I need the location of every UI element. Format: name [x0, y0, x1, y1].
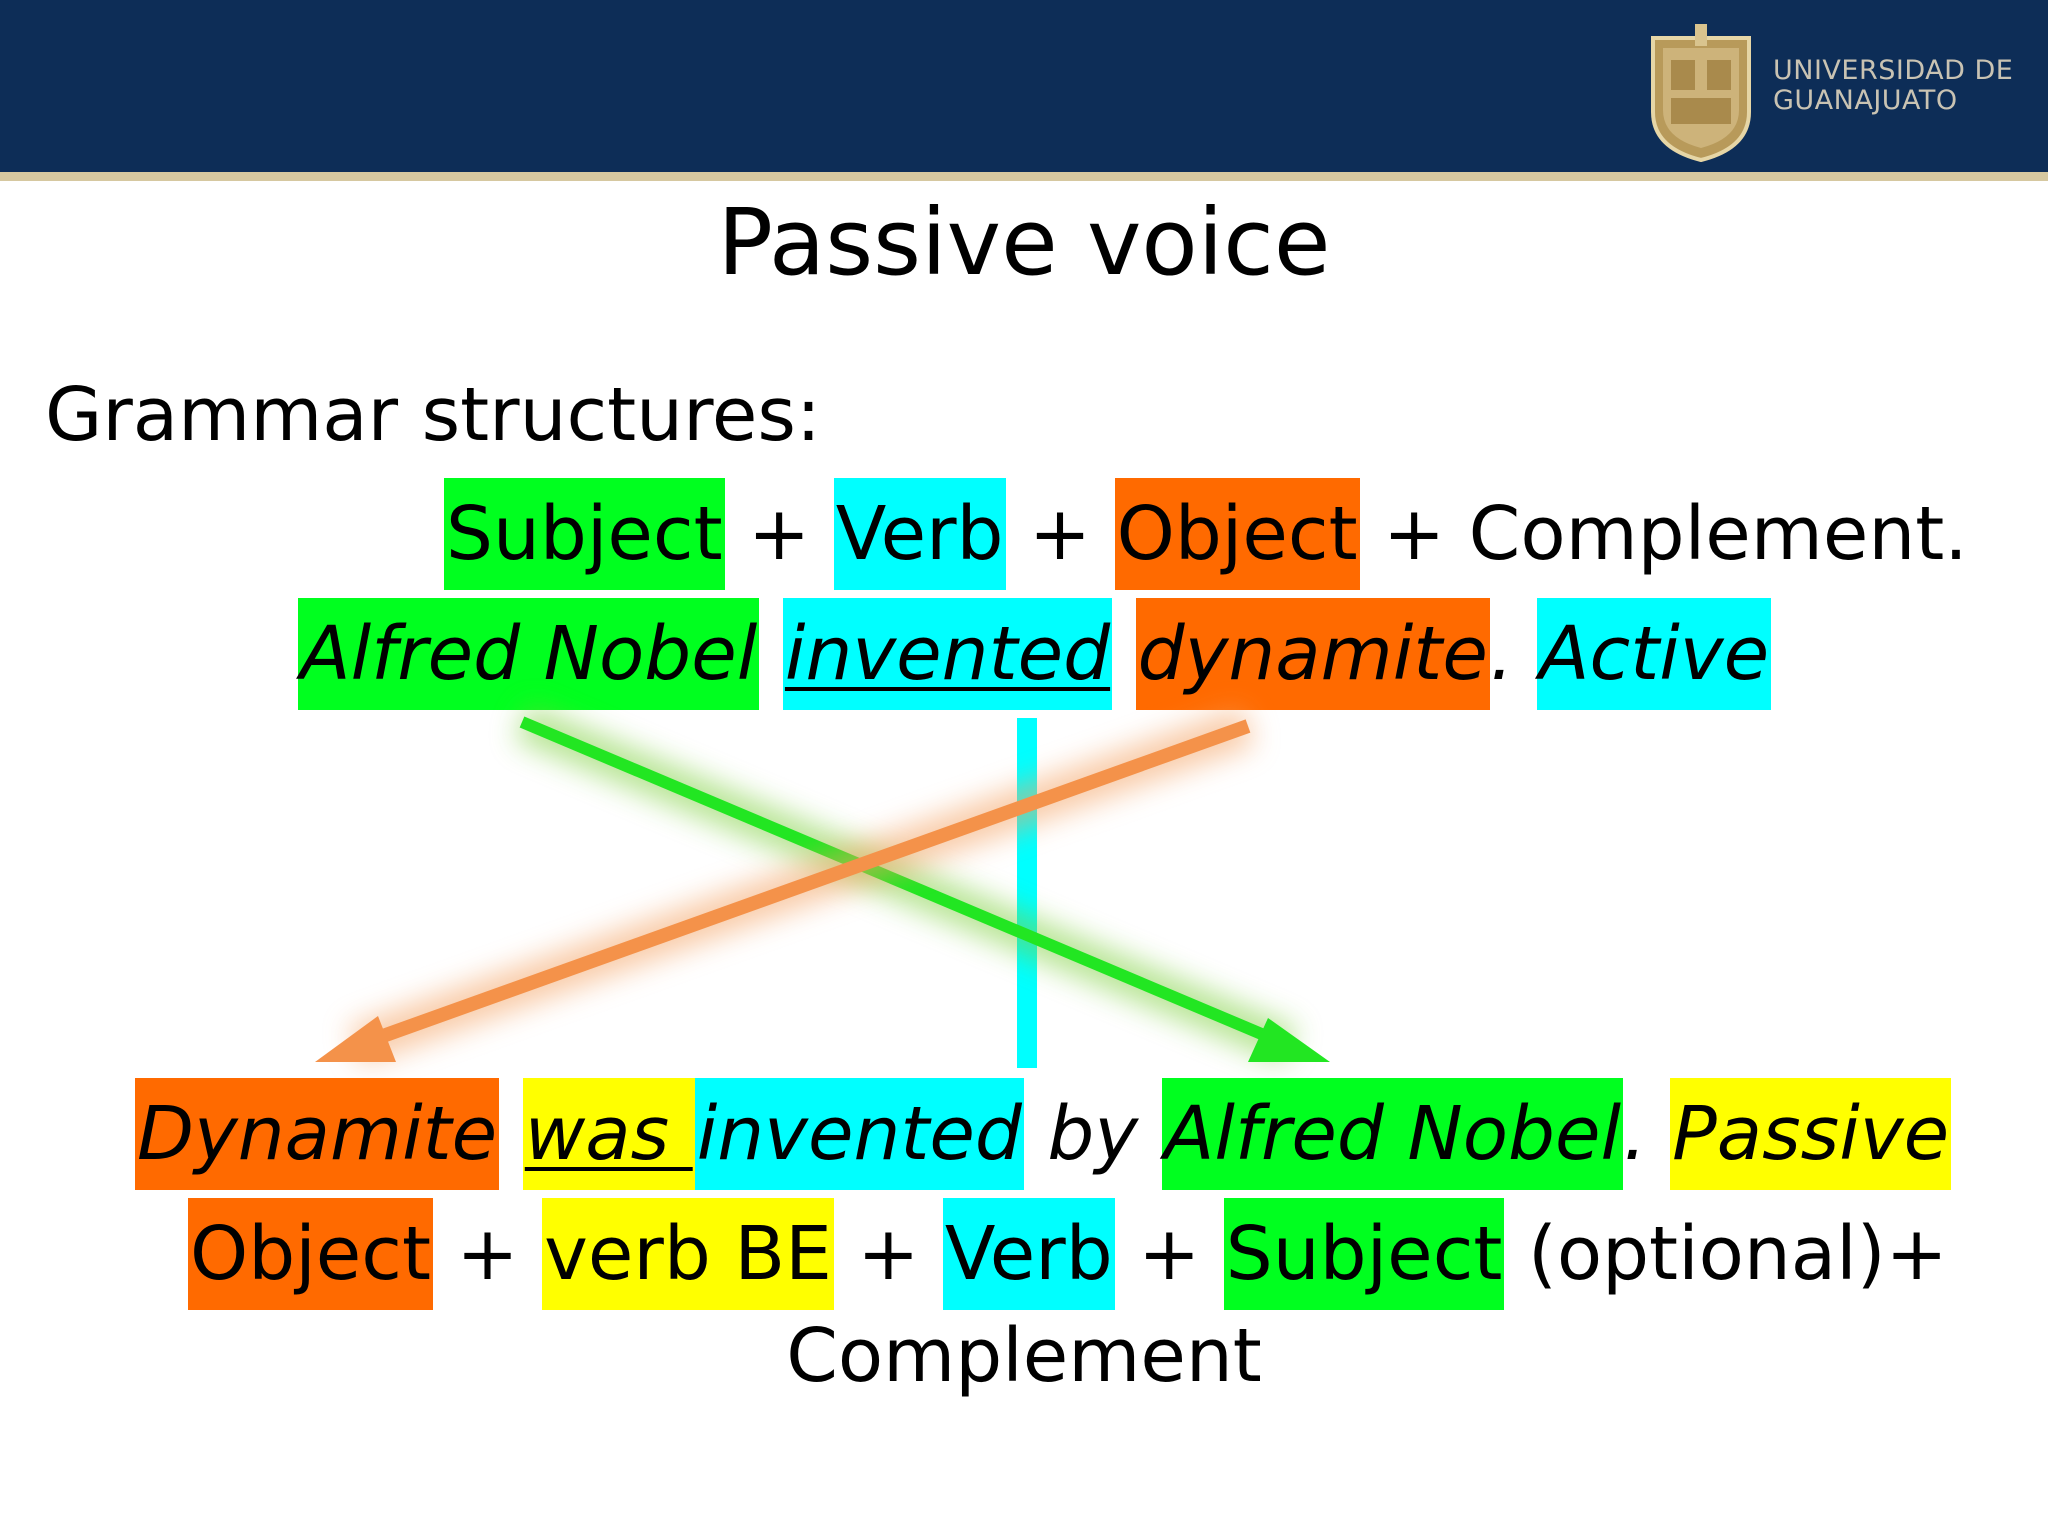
passive-example-by: by [1023, 1091, 1162, 1177]
active-structure-plus-2: + [1005, 491, 1115, 577]
active-structure-object: Object [1114, 478, 1360, 590]
passive-structure-object: Object [188, 1198, 434, 1310]
slide-title: Passive voice [717, 189, 1331, 296]
active-example-label: Active [1536, 598, 1772, 710]
passive-structure-line: Object + verb BE + Verb + Subject (optio… [188, 1198, 1948, 1310]
active-structure-line: Subject + Verb + Object + Complement. [444, 478, 1968, 590]
active-structure-plus-1: + [724, 491, 834, 577]
passive-example-object: Dynamite [135, 1078, 500, 1190]
passive-structure-verb: Verb [942, 1198, 1115, 1310]
university-name: UNIVERSIDAD DE GUANAJUATO [1773, 56, 2013, 116]
passive-example-be: was [522, 1078, 695, 1190]
passive-structure-be: verb BE [542, 1198, 834, 1310]
slide-subtitle: Grammar structures: [45, 372, 821, 458]
active-structure-rest: + Complement. [1359, 491, 1968, 577]
passive-example-period: . [1623, 1091, 1671, 1177]
subject-arrow [514, 704, 1330, 1064]
active-structure-verb: Verb [833, 478, 1006, 590]
active-structure-subject: Subject [444, 478, 725, 590]
active-example-subject: Alfred Nobel [298, 598, 760, 710]
university-name-line1: UNIVERSIDAD DE [1773, 55, 2014, 86]
passive-structure-plus-3: + [1114, 1211, 1224, 1297]
active-example-line: Alfred Nobel invented dynamite. Active [298, 598, 1772, 710]
passive-structure-rest: (optional)+ [1504, 1211, 1948, 1297]
active-example-object: dynamite [1135, 598, 1490, 710]
passive-example-verb: invented [694, 1078, 1024, 1190]
object-arrow [315, 707, 1255, 1065]
passive-structure-plus-2: + [833, 1211, 943, 1297]
university-name-line2: GUANAJUATO [1773, 85, 1958, 116]
active-example-period: . [1489, 611, 1537, 697]
passive-example-subject: Alfred Nobel [1161, 1078, 1624, 1190]
passive-structure-plus-1: + [433, 1211, 543, 1297]
university-crest-icon [1651, 24, 1751, 163]
passive-example-line: Dynamite was invented by Alfred Nobel. P… [135, 1078, 1952, 1190]
header-bar: UNIVERSIDAD DE GUANAJUATO [0, 0, 2048, 181]
passive-structure-subject: Subject [1223, 1198, 1505, 1310]
active-example-verb: invented [782, 598, 1113, 710]
passive-example-label: Passive [1670, 1078, 1952, 1190]
passive-structure-line-2: Complement [786, 1313, 1262, 1399]
